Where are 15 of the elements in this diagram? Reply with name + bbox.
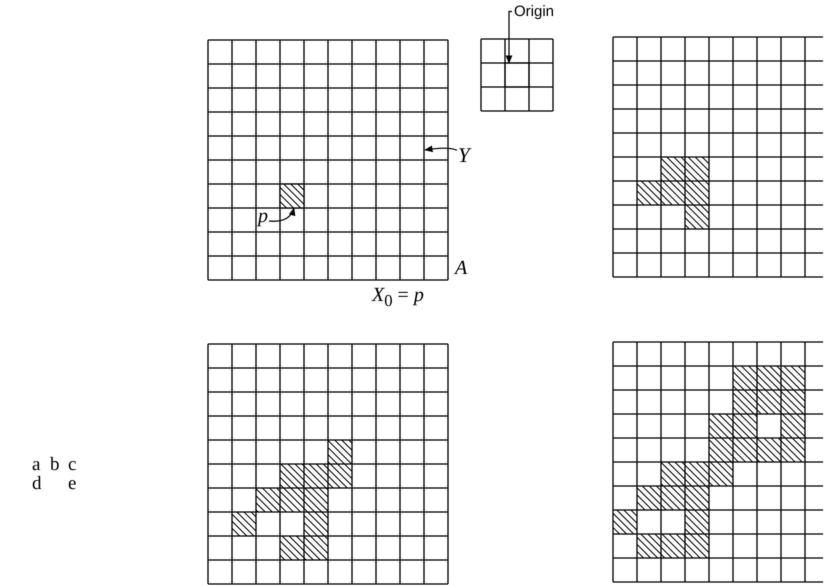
panel-letter: b bbox=[50, 455, 60, 474]
origin-label: Origin bbox=[514, 3, 554, 20]
leader-line bbox=[268, 207, 295, 222]
set-label: Y bbox=[458, 143, 470, 167]
panel-letter: e bbox=[68, 474, 76, 493]
panel-letter: c bbox=[68, 455, 76, 474]
panel-letter: a bbox=[32, 455, 40, 474]
leader-line bbox=[506, 10, 512, 64]
point-label: p bbox=[258, 205, 268, 227]
set-label: A bbox=[455, 258, 468, 278]
panel-letter: d bbox=[32, 474, 42, 493]
leader-line bbox=[424, 146, 458, 152]
hatched-cell bbox=[279, 183, 305, 209]
origin-cell bbox=[504, 62, 530, 88]
equation-label: X$_{0}$ = p bbox=[372, 285, 424, 310]
